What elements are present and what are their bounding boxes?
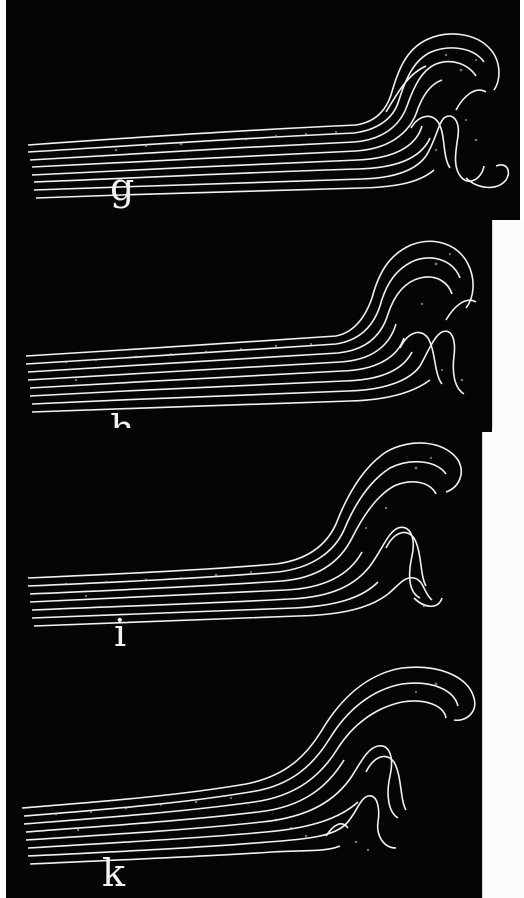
fold-strata-drawing-h [6, 220, 492, 432]
panel-label-i: i [114, 614, 126, 652]
right-margin-ik [482, 428, 524, 898]
panel-h: h [6, 220, 492, 432]
panel-g: g [6, 0, 520, 220]
panel-label-k: k [102, 854, 125, 892]
panel-k: k [6, 652, 482, 898]
fold-strata-drawing-k [6, 652, 482, 898]
panel-label-g: g [110, 168, 134, 206]
panel-i: i [6, 428, 482, 656]
right-margin-h [492, 220, 524, 428]
fold-strata-drawing-i [6, 428, 482, 656]
fold-strata-drawing-g [6, 0, 520, 220]
